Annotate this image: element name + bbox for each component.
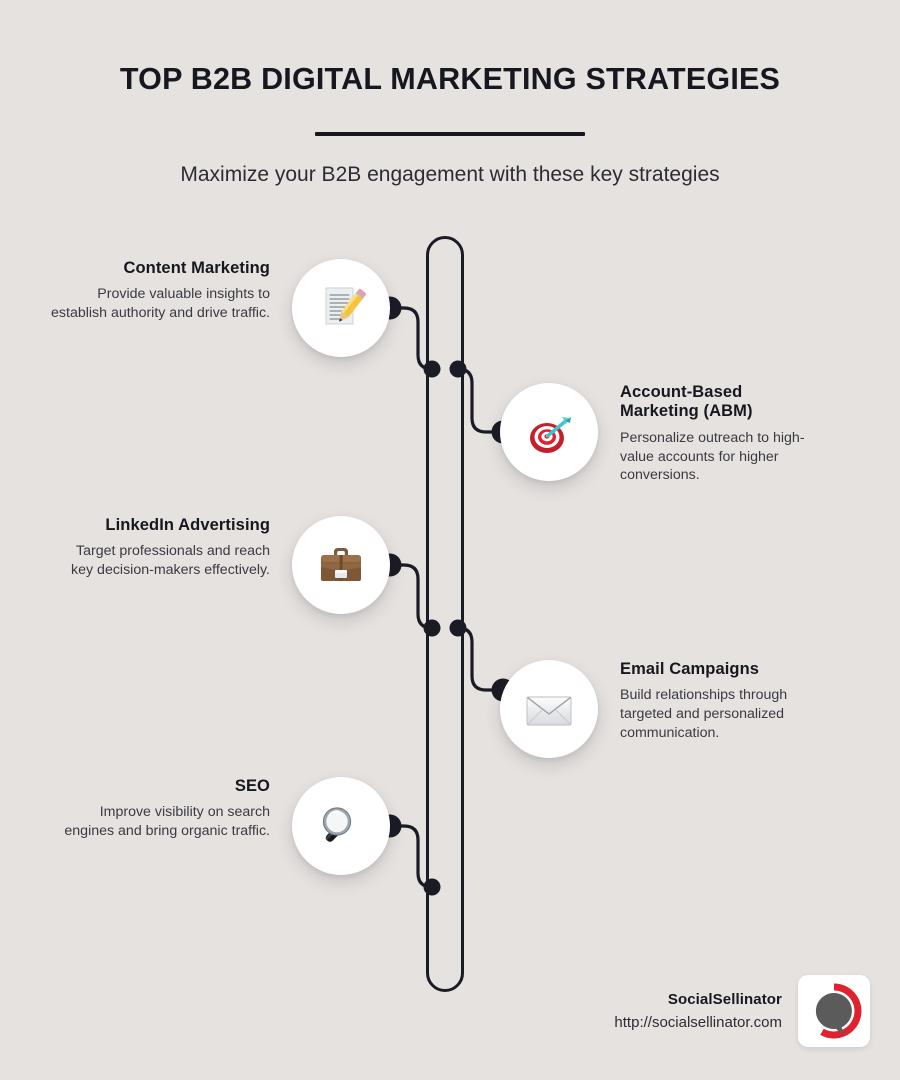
strategy-title: Email Campaigns: [620, 660, 760, 678]
strategy-description: Personalize outreach to high-value accou…: [620, 429, 805, 484]
strategy-title: SEO: [234, 777, 270, 795]
page-title: TOP B2B DIGITAL MARKETING STRATEGIES: [119, 62, 781, 96]
header: TOP B2B DIGITAL MARKETING STRATEGIES Max…: [0, 62, 900, 187]
strategy-text: LinkedIn Advertising Target professional…: [50, 516, 292, 580]
strategy-text: Content Marketing Provide valuable insig…: [50, 259, 292, 323]
strategy-item-content-marketing[interactable]: Content Marketing Provide valuable insig…: [0, 259, 390, 357]
strategy-item-email-campaigns[interactable]: Email Campaigns Build relationships thro…: [500, 660, 900, 758]
target-dart-icon: [500, 383, 598, 481]
strategy-text: Account-Based Marketing (ABM) Personaliz…: [598, 383, 820, 485]
title-divider: [315, 132, 585, 137]
strategy-item-seo[interactable]: SEO Improve visibility on search engines…: [0, 777, 390, 875]
page-subtitle: Maximize your B2B engagement with these …: [180, 163, 720, 187]
strategy-item-abm[interactable]: Account-Based Marketing (ABM) Personaliz…: [500, 383, 900, 485]
memo-pencil-icon: [292, 259, 390, 357]
strategy-title: Content Marketing: [123, 259, 270, 277]
strategy-title: LinkedIn Advertising: [105, 516, 270, 534]
footer: SocialSellinator http://socialsellinator…: [470, 975, 870, 1047]
strategy-title: Account-Based Marketing (ABM): [620, 383, 753, 421]
timeline-spine: [426, 236, 464, 992]
strategy-description: Target professionals and reach key decis…: [71, 543, 270, 579]
strategy-description: Improve visibility on search engines and…: [64, 804, 270, 840]
envelope-icon: [500, 660, 598, 758]
brand-name: SocialSellinator: [667, 991, 782, 1008]
strategy-item-linkedin-advertising[interactable]: LinkedIn Advertising Target professional…: [0, 516, 390, 614]
strategy-text: Email Campaigns Build relationships thro…: [598, 660, 820, 743]
brand-text: SocialSellinator http://socialsellinator…: [614, 991, 798, 1031]
strategy-description: Provide valuable insights to establish a…: [51, 286, 270, 322]
brand-url[interactable]: http://socialsellinator.com: [614, 1014, 782, 1031]
socialsellinator-logo-icon[interactable]: [798, 975, 870, 1047]
strategy-description: Build relationships through targeted and…: [620, 687, 788, 741]
briefcase-icon: [292, 516, 390, 614]
strategy-text: SEO Improve visibility on search engines…: [50, 777, 292, 841]
magnifying-glass-icon: [292, 777, 390, 875]
